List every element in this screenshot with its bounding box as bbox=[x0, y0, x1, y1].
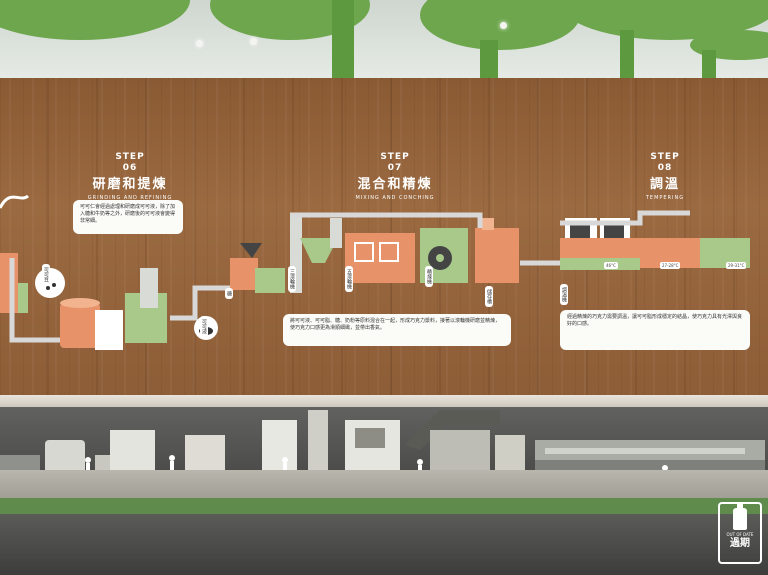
step-subtitle: GRINDING AND REFINING bbox=[87, 195, 173, 201]
step-title: 調溫 bbox=[649, 177, 680, 192]
process-label: 儲存槽 bbox=[485, 286, 493, 307]
grass-strip bbox=[0, 498, 768, 514]
process-label: 調溫機 bbox=[560, 284, 568, 305]
ceiling-light bbox=[250, 38, 257, 45]
step-label: STEP bbox=[650, 152, 680, 162]
step-number: 08 bbox=[657, 163, 673, 173]
process-label: 精煉機 bbox=[425, 266, 433, 287]
watermark-logo: OUT OF DATE 過期 bbox=[718, 502, 762, 564]
step-label: STEP bbox=[115, 152, 145, 162]
green-pillar bbox=[332, 0, 354, 82]
ceiling-light bbox=[196, 40, 203, 47]
factory-model bbox=[0, 410, 765, 485]
process-label: 可可豆 bbox=[42, 264, 50, 285]
green-pillar bbox=[702, 50, 716, 82]
conching-machines bbox=[230, 212, 560, 293]
step-title: 研磨和提煉 bbox=[92, 177, 168, 192]
bottle-icon bbox=[733, 503, 747, 530]
process-label: 糖 bbox=[225, 288, 233, 299]
green-pillar bbox=[620, 30, 634, 82]
temperature-tag: 46°C bbox=[604, 262, 618, 269]
ceiling bbox=[0, 0, 768, 82]
step-subtitle: MIXING AND CONCHING bbox=[355, 195, 435, 201]
process-label: 可可液 bbox=[200, 316, 208, 337]
green-pillar bbox=[480, 40, 498, 82]
info-panel: 將可可液、可可脂、糖、奶粉等原料混合在一起，形成巧克力漿料，接著以滾輪機研磨並精… bbox=[283, 314, 511, 346]
green-disc-decor bbox=[0, 0, 190, 40]
step-subtitle: TEMPERING bbox=[645, 195, 685, 201]
tempering-machines bbox=[560, 210, 750, 270]
ceiling-light bbox=[500, 22, 507, 29]
process-label: 五滾輪機 bbox=[345, 266, 353, 292]
step-label: STEP bbox=[380, 152, 410, 162]
process-diagram bbox=[0, 194, 750, 350]
step-number: 07 bbox=[387, 163, 403, 173]
grinding-machines bbox=[0, 194, 230, 350]
temperature-tag: 29-31°C bbox=[726, 262, 747, 269]
step-number: 06 bbox=[122, 163, 138, 173]
watermark-text: 過期 bbox=[730, 538, 750, 549]
display-ledge bbox=[0, 395, 768, 407]
watermark-small-text: OUT OF DATE bbox=[726, 532, 754, 537]
temperature-tag: 27-28°C bbox=[660, 262, 681, 269]
step-title: 混合和精煉 bbox=[357, 177, 433, 192]
info-panel: 經過精煉的巧克力需要調溫，讓可可脂形成穩定的結晶，使巧克力具有光澤與良好的口感。 bbox=[560, 310, 750, 350]
model-platform bbox=[0, 470, 768, 500]
info-panel: 可可仁會經過處理和研磨成可可液，除了加入糖和牛奶等之外，研磨後的可可液會變得非常… bbox=[73, 200, 183, 234]
process-label: 三滾輪機 bbox=[288, 266, 296, 292]
floor bbox=[0, 514, 768, 575]
